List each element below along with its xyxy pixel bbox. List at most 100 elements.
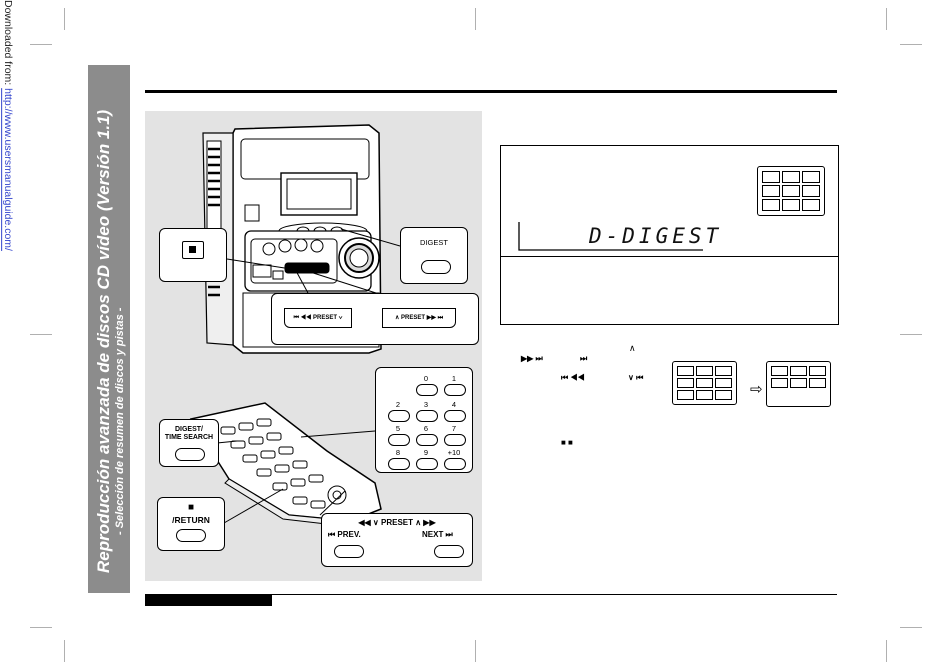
remote-return-callout: ■ /RETURN bbox=[157, 497, 225, 551]
display-divider bbox=[501, 256, 838, 257]
grid-cell bbox=[762, 171, 780, 183]
grid-cell bbox=[809, 366, 826, 376]
crop-mark bbox=[64, 8, 65, 30]
unit-preset-down-button[interactable]: ⏮ ◀◀ PRESET ∨ bbox=[284, 308, 352, 328]
remote-digest-label-line1: DIGEST/ bbox=[174, 426, 203, 433]
unit-digest-callout: DIGEST bbox=[400, 227, 468, 284]
crop-mark bbox=[886, 640, 887, 662]
key-4-label: 4 bbox=[451, 400, 457, 409]
grid-cell bbox=[696, 366, 713, 376]
grid-cell bbox=[790, 366, 807, 376]
section-sidebar: Reproducción avanzada de discos CD vídeo… bbox=[88, 65, 130, 593]
bottom-rule bbox=[145, 594, 837, 595]
digest-grid-9 bbox=[757, 166, 825, 216]
key-2-label: 2 bbox=[395, 400, 401, 409]
digest-grid-before bbox=[672, 361, 737, 405]
remote-digest-button[interactable] bbox=[175, 448, 205, 461]
top-rule bbox=[145, 90, 837, 93]
keypad-callout: 0 1 2 3 4 5 6 7 8 9 +10 bbox=[375, 367, 473, 473]
sidebar-subtitle: - Selección de resumen de discos y pista… bbox=[114, 307, 126, 535]
stop-icon bbox=[189, 246, 196, 253]
grid-cell bbox=[802, 171, 820, 183]
unit-preset-up-button[interactable]: ∧ PRESET ▶▶ ⏭ bbox=[382, 308, 456, 328]
key-6-label: 6 bbox=[423, 424, 429, 433]
unit-preset-callout: ⏮ ◀◀ PRESET ∨ ∧ PRESET ▶▶ ⏭ bbox=[271, 293, 479, 345]
key-7-label: 7 bbox=[451, 424, 457, 433]
grid-cell bbox=[782, 171, 800, 183]
crop-mark bbox=[30, 44, 52, 45]
up-symbol: ∧ bbox=[629, 343, 636, 353]
step-line2-a: ⏮ ◀◀ bbox=[561, 373, 585, 382]
key-plus10-label: +10 bbox=[447, 448, 461, 457]
display-text: D-DIGEST bbox=[589, 224, 723, 248]
key-plus10[interactable] bbox=[444, 458, 466, 470]
watermark-link[interactable]: http://www.usersmanualguide.com/ bbox=[2, 88, 14, 251]
download-watermark: Downloaded from: http://www.usersmanualg… bbox=[0, 0, 14, 330]
grid-cell bbox=[696, 390, 713, 400]
key-7[interactable] bbox=[444, 434, 466, 446]
key-3[interactable] bbox=[416, 410, 438, 422]
key-8[interactable] bbox=[388, 458, 410, 470]
grid-cell bbox=[715, 378, 732, 388]
grid-cell bbox=[802, 185, 820, 197]
stop-pair: ■ ■ bbox=[561, 438, 573, 447]
grid-cell bbox=[715, 390, 732, 400]
key-6[interactable] bbox=[416, 434, 438, 446]
illustration-panel: DIGEST ⏮ ◀◀ PRESET ∨ ∧ PRESET ▶▶ ⏭ 0 1 2… bbox=[145, 111, 482, 581]
key-0[interactable] bbox=[416, 384, 438, 396]
step-line1-b: ⏭ bbox=[580, 354, 588, 363]
key-9-label: 9 bbox=[423, 448, 429, 457]
grid-cell bbox=[771, 366, 788, 376]
remote-return-label: /RETURN bbox=[172, 515, 210, 525]
grid-cell bbox=[782, 185, 800, 197]
display-window bbox=[518, 222, 703, 251]
unit-digest-label: DIGEST bbox=[420, 238, 448, 247]
remote-next-button[interactable] bbox=[434, 545, 464, 558]
grid-cell bbox=[677, 366, 694, 376]
crop-mark bbox=[30, 334, 52, 335]
remote-prev-label: ⏮ PREV. bbox=[328, 530, 361, 539]
key-4[interactable] bbox=[444, 410, 466, 422]
crop-mark bbox=[900, 44, 922, 45]
crop-mark bbox=[886, 8, 887, 30]
grid-cell bbox=[696, 378, 713, 388]
step-line1-a: ▶▶ ⏭ bbox=[521, 354, 543, 363]
remote-return-button[interactable] bbox=[176, 529, 206, 542]
grid-cell bbox=[782, 199, 800, 211]
key-1[interactable] bbox=[444, 384, 466, 396]
sidebar-title: Reproducción avanzada de discos CD vídeo… bbox=[94, 109, 113, 573]
digest-grid-after bbox=[766, 361, 831, 407]
grid-cell bbox=[809, 378, 826, 388]
arrow-icon: ⇨ bbox=[750, 381, 763, 398]
remote-stop-symbol: ■ bbox=[187, 502, 195, 513]
remote-digest-callout: DIGEST/ TIME SEARCH bbox=[159, 419, 219, 467]
crop-mark bbox=[30, 627, 52, 628]
key-5[interactable] bbox=[388, 434, 410, 446]
key-3-label: 3 bbox=[423, 400, 429, 409]
crop-mark bbox=[475, 8, 476, 30]
unit-stop-button[interactable] bbox=[182, 241, 204, 259]
crop-mark bbox=[475, 640, 476, 662]
step-line2-b: ∨ ⏮ bbox=[628, 373, 644, 382]
unit-stop-callout bbox=[159, 228, 227, 282]
bottom-tab bbox=[145, 594, 272, 606]
grid-cell bbox=[762, 199, 780, 211]
grid-cell bbox=[771, 378, 788, 388]
key-2[interactable] bbox=[388, 410, 410, 422]
watermark-prefix: Downloaded from: bbox=[2, 0, 14, 89]
key-0-label: 0 bbox=[423, 374, 429, 383]
remote-preset-label: ◀◀ ∨ PRESET ∧ ▶▶ bbox=[358, 518, 436, 527]
crop-mark bbox=[900, 334, 922, 335]
unit-digest-button[interactable] bbox=[421, 260, 451, 274]
crop-mark bbox=[64, 640, 65, 662]
key-5-label: 5 bbox=[395, 424, 401, 433]
key-9[interactable] bbox=[416, 458, 438, 470]
key-1-label: 1 bbox=[451, 374, 457, 383]
remote-digest-label-line2: TIME SEARCH bbox=[164, 434, 214, 441]
grid-cell bbox=[677, 378, 694, 388]
grid-cell bbox=[802, 199, 820, 211]
crop-mark bbox=[900, 627, 922, 628]
remote-prev-button[interactable] bbox=[334, 545, 364, 558]
grid-cell bbox=[677, 390, 694, 400]
remote-next-label: NEXT ⏭ bbox=[422, 530, 453, 539]
